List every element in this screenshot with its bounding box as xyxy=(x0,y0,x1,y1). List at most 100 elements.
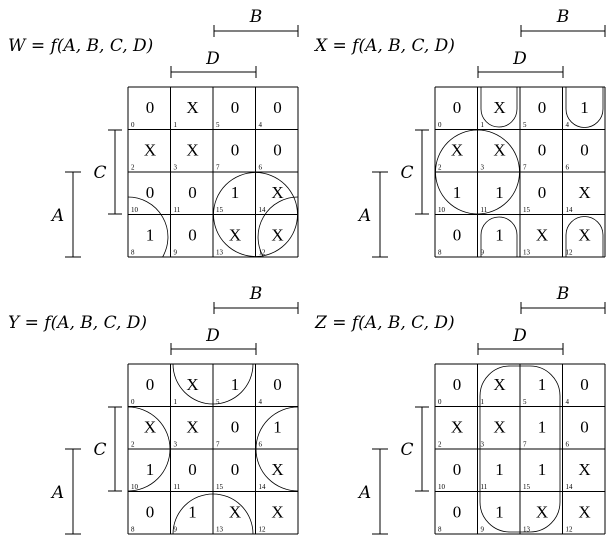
kmap-X: X = f(A, B, C, D)BDCA00X10514X2X30706110… xyxy=(313,7,606,258)
kmap-cell: 015 xyxy=(523,183,546,214)
kmap-cell: X3 xyxy=(481,141,506,172)
cell-value: 0 xyxy=(231,460,240,479)
cell-value: 0 xyxy=(453,226,462,245)
map-title: Y = f(A, B, C, D) xyxy=(8,313,147,333)
kmap-cell: 15 xyxy=(216,375,239,406)
kmap-cell: 08 xyxy=(438,503,461,534)
cell-value: 0 xyxy=(231,141,240,160)
cell-index: 13 xyxy=(523,249,531,257)
kmap-cell: 010 xyxy=(131,183,154,214)
cell-value: X xyxy=(578,460,590,479)
map-title: X = f(A, B, C, D) xyxy=(313,36,455,56)
cell-value: X xyxy=(144,418,156,437)
cell-index: 7 xyxy=(216,441,220,449)
cell-index: 0 xyxy=(131,121,135,129)
cell-value: X xyxy=(578,226,590,245)
cell-index: 12 xyxy=(259,249,267,257)
cell-index: 4 xyxy=(259,121,263,129)
kmap-cell: 19 xyxy=(174,503,197,534)
cell-index: 6 xyxy=(259,164,263,172)
cell-index: 0 xyxy=(438,398,442,406)
kmap-cell: X3 xyxy=(174,418,199,449)
kmap-cell: X1 xyxy=(481,98,506,129)
kmap-cell: 08 xyxy=(131,503,154,534)
cell-value: 1 xyxy=(538,418,547,437)
cell-index: 5 xyxy=(523,121,527,129)
c-label: C xyxy=(400,440,413,460)
kmap-cell: 00 xyxy=(438,98,461,129)
cell-value: 0 xyxy=(538,98,547,117)
cell-value: X xyxy=(451,418,463,437)
cell-index: 1 xyxy=(481,121,485,129)
kmap-cell: 06 xyxy=(566,141,589,172)
cell-value: 0 xyxy=(273,141,282,160)
kmap-cell: 09 xyxy=(174,226,197,257)
kmap-cell: 08 xyxy=(438,226,461,257)
cell-value: 1 xyxy=(231,375,240,394)
grouping-loop xyxy=(435,129,520,215)
cell-index: 8 xyxy=(438,526,442,534)
cell-value: 0 xyxy=(146,183,155,202)
kmap-cell: 04 xyxy=(259,98,282,129)
cell-value: X xyxy=(186,141,198,160)
grouping-loop xyxy=(480,87,518,128)
cell-index: 12 xyxy=(259,526,267,534)
kmap-cell: X2 xyxy=(131,141,156,172)
kmap-cell: 04 xyxy=(566,375,589,406)
kmap-cell: 19 xyxy=(481,226,504,257)
kmap-cell: X12 xyxy=(566,503,591,534)
cell-value: 0 xyxy=(146,375,155,394)
cell-value: 0 xyxy=(453,98,462,117)
cell-value: 0 xyxy=(580,375,589,394)
cell-index: 2 xyxy=(131,164,135,172)
cell-index: 3 xyxy=(174,164,178,172)
cell-value: 1 xyxy=(188,503,197,522)
kmap-cell: X14 xyxy=(566,460,591,491)
cell-value: X xyxy=(493,141,505,160)
kmap-cell: X13 xyxy=(216,226,241,257)
kmap-cell: X2 xyxy=(438,418,463,449)
kmap-cell: X14 xyxy=(566,183,591,214)
cell-value: 0 xyxy=(231,98,240,117)
cell-index: 11 xyxy=(481,206,488,214)
cell-index: 14 xyxy=(566,206,574,214)
cell-value: X xyxy=(271,226,283,245)
d-label: D xyxy=(512,326,527,346)
cell-index: 4 xyxy=(566,398,570,406)
c-label: C xyxy=(93,163,106,183)
cell-index: 11 xyxy=(481,483,488,491)
grouping-loop xyxy=(255,406,299,492)
cell-index: 15 xyxy=(216,483,224,491)
cell-value: X xyxy=(229,226,241,245)
map-title: Z = f(A, B, C, D) xyxy=(314,313,455,333)
kmap-cell: 19 xyxy=(481,503,504,534)
kmap-Z: Z = f(A, B, C, D)BDCA00X11504X2X31706010… xyxy=(314,284,606,535)
kmap-cell: 111 xyxy=(481,460,504,491)
cell-index: 6 xyxy=(259,441,263,449)
cell-index: 2 xyxy=(438,164,442,172)
grouping-loops xyxy=(127,363,299,535)
cell-index: 11 xyxy=(174,206,181,214)
cell-index: 6 xyxy=(566,164,570,172)
cell-index: 13 xyxy=(523,526,531,534)
cell-value: X xyxy=(493,375,505,394)
b-label: B xyxy=(249,284,263,304)
cell-value: 0 xyxy=(188,226,197,245)
cell-value: X xyxy=(451,141,463,160)
cell-value: X xyxy=(186,418,198,437)
cell-value: 0 xyxy=(453,375,462,394)
cell-index: 7 xyxy=(523,441,527,449)
kmap-cell: 07 xyxy=(216,418,239,449)
kmap-cell: 16 xyxy=(259,418,282,449)
kmap-cell: 110 xyxy=(131,460,154,491)
cell-index: 14 xyxy=(259,206,267,214)
cell-value: 0 xyxy=(146,503,155,522)
a-label: A xyxy=(50,206,64,226)
cell-value: 0 xyxy=(146,98,155,117)
grouping-loop xyxy=(257,196,299,258)
kmap-cell: 0 15 xyxy=(216,460,239,491)
d-label: D xyxy=(205,49,220,69)
kmap-cell: 07 xyxy=(523,141,546,172)
cell-value: X xyxy=(186,375,198,394)
cell-index: 7 xyxy=(216,164,220,172)
